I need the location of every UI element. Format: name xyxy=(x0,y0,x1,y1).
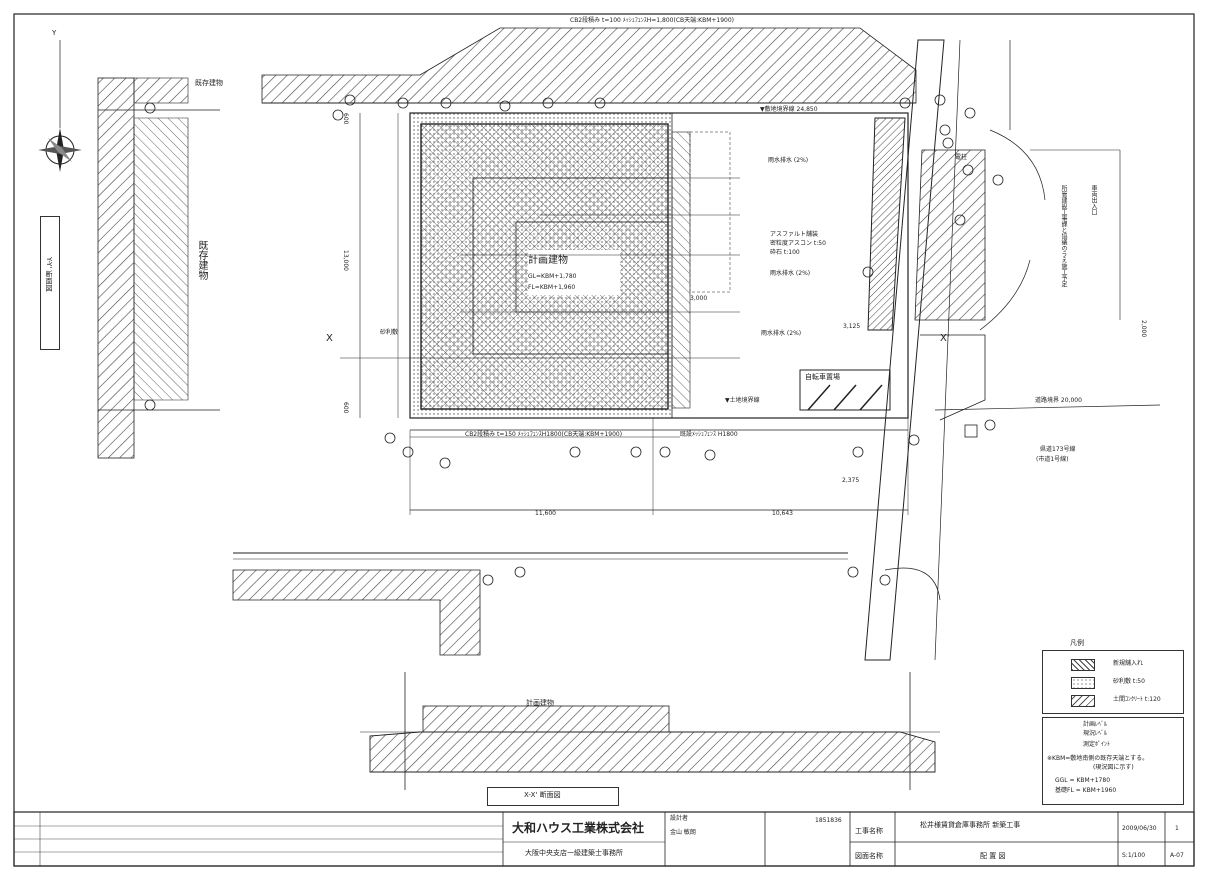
project-name: 松井様賃貸倉庫事務所 新築工事 xyxy=(920,821,1021,829)
xx-section-title: X-X' 断面図 xyxy=(487,787,619,806)
title-block xyxy=(13,811,1195,867)
neighbor-top-band xyxy=(261,27,917,104)
dim-600-label: 600 xyxy=(342,113,349,125)
legend-item-1: 新規舗入れ xyxy=(1113,660,1144,667)
yy-section-title: Y-Y' 断面図 xyxy=(40,216,60,350)
drawing-name: 配 置 図 xyxy=(980,852,1006,860)
dim-3125-label: 3,125 xyxy=(843,323,861,330)
office-name: 大阪中央支店一級建築士事務所 xyxy=(525,849,623,857)
dim-600b-label: 600 xyxy=(342,402,349,414)
manhole-icon xyxy=(144,94,1004,586)
note-line-3: 測定ﾎﾟｲﾝﾄ xyxy=(1083,741,1111,748)
site-boundary-bottom-label: ▼土地境界線 xyxy=(725,397,760,404)
dim-13000-label: 13,000 xyxy=(342,250,349,271)
neighbor-building-left-label: 既存建物 xyxy=(196,240,207,280)
legend-item-2: 砂利敷 t:50 xyxy=(1113,678,1145,685)
drawing-number: A-07 xyxy=(1170,852,1184,859)
site-area xyxy=(340,112,909,515)
site-boundary-top-label: ▼敷地境界線 24,850 xyxy=(760,106,818,113)
note-line-6: GGL = KBM+1780 xyxy=(1055,777,1111,784)
note-line-2: 現況ﾚﾍﾞﾙ xyxy=(1083,730,1108,737)
note-right: 所管建設工事課と協議のうえ施工予定 xyxy=(1060,185,1067,287)
fl-value-label: FL=KBM+1,960 xyxy=(528,284,576,291)
legend-swatch-dots xyxy=(1071,677,1095,689)
compass-rose-icon xyxy=(38,40,82,172)
top-fence-note: CB2段積み t=100 ﾒｯｼｭﾌｪﾝｽH=1,800(CB天端:KBM+19… xyxy=(570,17,735,24)
revision-number: 1 xyxy=(1175,825,1179,832)
note-line-7: 基礎FL = KBM+1960 xyxy=(1055,787,1117,794)
legend-swatch-diag xyxy=(1071,695,1095,707)
drain-label-2: 雨水排水 (2%) xyxy=(770,270,811,277)
xx-section-title-text: X-X' 断面図 xyxy=(524,791,561,799)
pole-label: 電柱 xyxy=(955,154,968,161)
registration-number: 1851836 xyxy=(815,817,842,824)
dim-right-label: 10,643 xyxy=(772,510,793,517)
drawing-label: 図面名称 xyxy=(855,852,883,860)
note-line-5: (現況図に示す) xyxy=(1093,764,1134,771)
engineer-label: 設計者 xyxy=(670,815,689,822)
bike-parking-label: 自転車置場 xyxy=(805,373,840,381)
drain-label-1: 雨水排水 (2%) xyxy=(768,157,809,164)
planned-building-label: 計画建物 xyxy=(528,255,568,266)
entrance-note: 車両出入口 xyxy=(1090,185,1097,215)
gl-value-label: GL=KBM+1,780 xyxy=(528,273,577,280)
bottom-fence-note-2: 既設ﾒｯｼｭﾌｪﾝｽ H1800 xyxy=(680,431,738,438)
yy-section-title-text: Y-Y' 断面図 xyxy=(45,257,53,292)
bottom-fence-note: CB2段積み t=150 ﾒｯｼｭﾌｪﾝｽH1800(CB天端:KBM+1900… xyxy=(465,431,623,438)
section-y-marker: Y xyxy=(52,29,57,37)
legend-item-3: 土間ｺﾝｸﾘｰﾄ t:120 xyxy=(1113,696,1161,703)
drain-label-3: 雨水排水 (2%) xyxy=(761,330,802,337)
asphalt-label: アスファルト舗装 xyxy=(770,231,819,238)
lower-road xyxy=(232,552,848,656)
planned-building-section-label: 計画建物 xyxy=(526,699,554,707)
yy-section-strip xyxy=(97,77,220,459)
dim-2375-label: 2,375 xyxy=(842,477,860,484)
note-line-1: 計画ﾚﾍﾞﾙ xyxy=(1083,721,1108,728)
engineer-name: 金山 敏朗 xyxy=(670,829,696,836)
level-note-box: 計画ﾚﾍﾞﾙ 現況ﾚﾍﾞﾙ 測定ﾎﾟｲﾝﾄ ※KBM=敷地南側の既存天端とする。… xyxy=(1042,717,1184,805)
road-area xyxy=(864,39,1161,661)
legend-swatch-hatch xyxy=(1071,659,1095,671)
drawing-scale: S:1/100 xyxy=(1122,852,1146,859)
legend-title: 凡例 xyxy=(1070,639,1084,647)
company-name: 大和ハウス工業株式会社 xyxy=(512,821,645,835)
dim-3000-label: 3,000 xyxy=(690,295,708,302)
base-detail-label: 砕石 t:100 xyxy=(770,249,800,256)
dim-2000-label: 2,000 xyxy=(1140,320,1147,338)
drawing-date: 2009/06/30 xyxy=(1122,825,1157,832)
section-x2-marker: X' xyxy=(940,333,950,344)
section-x-marker: X xyxy=(326,333,333,344)
neighbor-building-top-label: 既存建物 xyxy=(195,79,223,87)
city-road-label: 県道173号線 xyxy=(1040,446,1076,453)
note-line-4: ※KBM=敷地南側の既存天端とする。 xyxy=(1047,755,1149,762)
asphalt-detail-label: 密粒度アスコン t:50 xyxy=(770,240,826,247)
city-road-label-2: (市道1号線) xyxy=(1036,456,1069,463)
road-boundary-label: 道路境界 20,000 xyxy=(1035,397,1082,404)
project-label: 工事名称 xyxy=(855,827,883,835)
legend: 新規舗入れ 砂利敷 t:50 土間ｺﾝｸﾘｰﾄ t:120 xyxy=(1042,650,1184,714)
xx-section xyxy=(360,672,940,790)
dim-left-label: 11,600 xyxy=(535,510,556,517)
gravel-label: 砂利敷 xyxy=(380,329,399,336)
